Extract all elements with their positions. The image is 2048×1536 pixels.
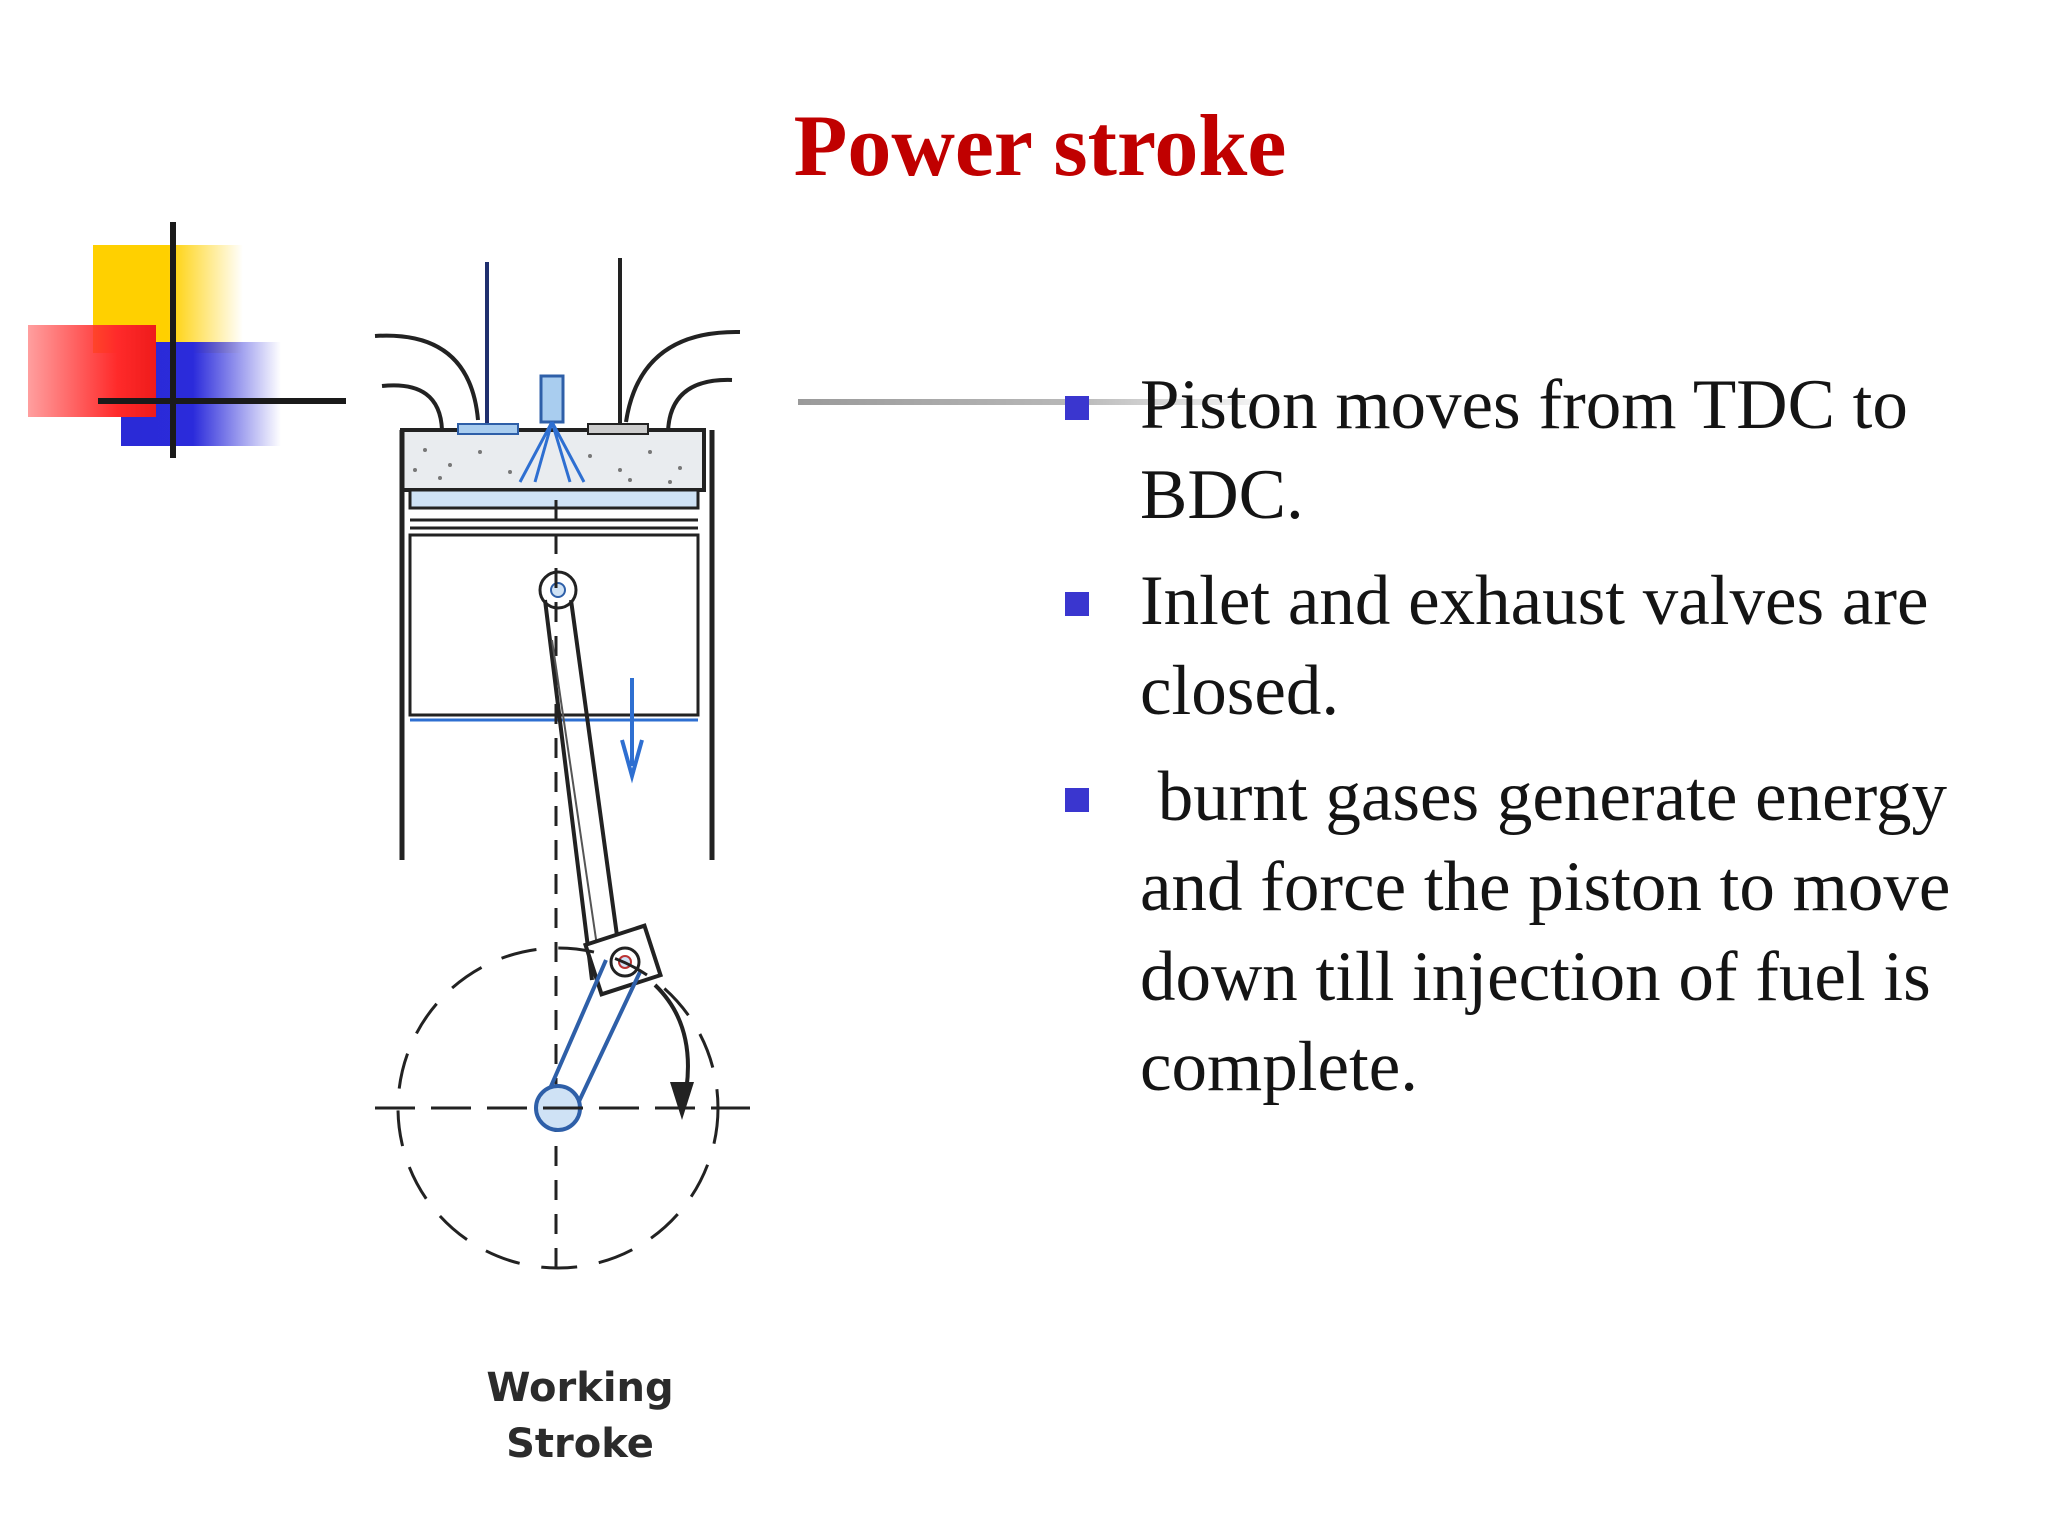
bullet-text: Piston moves from TDC to BDC. <box>1140 366 1908 534</box>
square-bullet-icon <box>1065 592 1089 616</box>
bullet-list: Piston moves from TDC to BDC. Inlet and … <box>1060 360 1960 1128</box>
logo-vertical-line <box>170 222 176 458</box>
logo-blue-square <box>121 342 281 446</box>
figure-caption: Working Stroke <box>480 1360 680 1472</box>
engine-diagram: Working Stroke <box>330 220 780 1500</box>
logo-horizontal-line <box>98 398 346 404</box>
crank-arm <box>543 959 642 1113</box>
caption-line-2: Stroke <box>506 1421 654 1467</box>
cylinder-head <box>400 428 706 492</box>
bullet-text: burnt gases generate energy and force th… <box>1140 758 1969 1106</box>
logo-red-square <box>28 325 156 417</box>
bullet-text: Inlet and exhaust valves are closed. <box>1140 562 1929 730</box>
square-bullet-icon <box>1065 396 1089 420</box>
bullet-item: Piston moves from TDC to BDC. <box>1060 360 1960 540</box>
piston-crank-drawing <box>374 258 750 1280</box>
bullet-item: Inlet and exhaust valves are closed. <box>1060 556 1960 736</box>
square-bullet-icon <box>1065 788 1089 812</box>
bullet-item: burnt gases generate energy and force th… <box>1060 752 1960 1112</box>
caption-line-1: Working <box>486 1365 674 1411</box>
slide-title: Power stroke <box>793 98 1287 195</box>
logo-yellow-square <box>93 245 243 353</box>
injector <box>539 374 565 424</box>
connecting-rod <box>543 599 624 981</box>
separator-line <box>798 399 1258 405</box>
